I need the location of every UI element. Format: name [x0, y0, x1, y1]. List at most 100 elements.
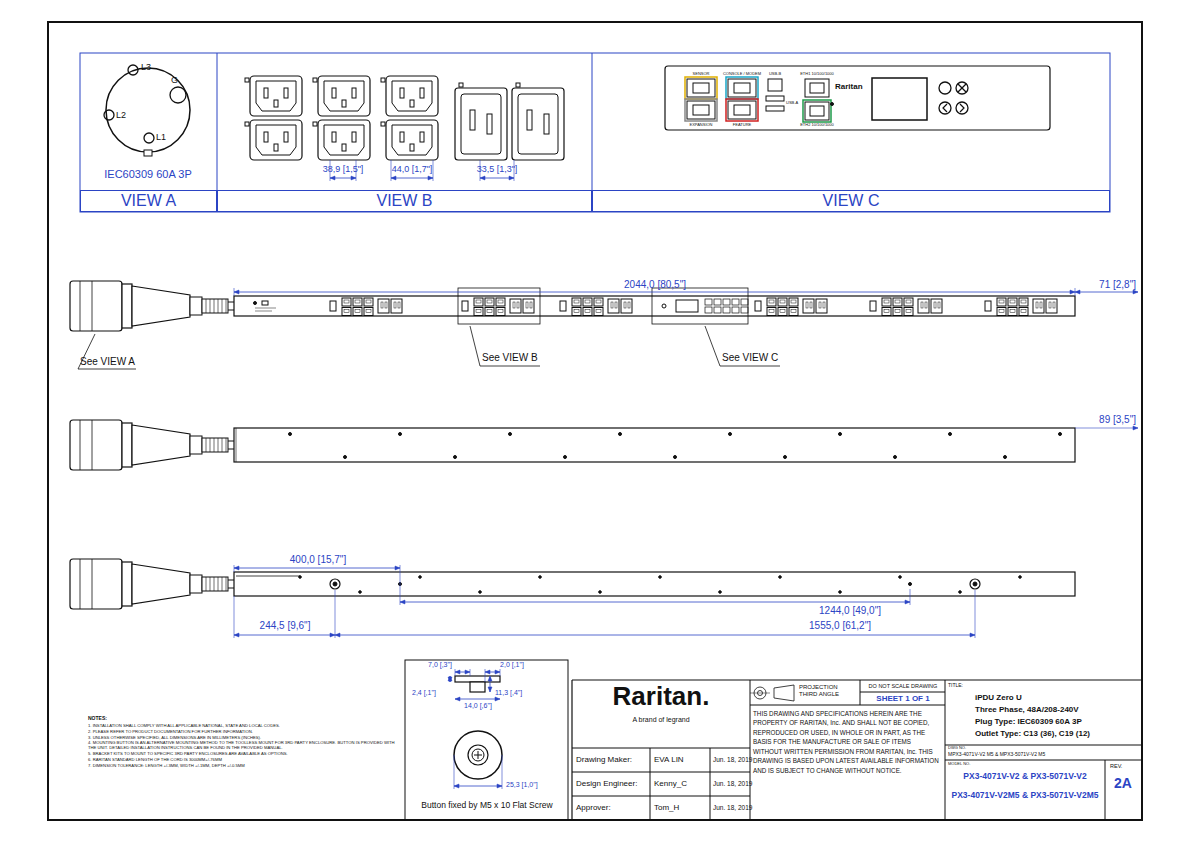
c19-outlet: [803, 299, 814, 313]
fastener: [509, 433, 512, 436]
detail-frame: [405, 660, 568, 820]
indicator: [254, 302, 257, 305]
c13-outlet: [1008, 308, 1017, 316]
note: 3. UNLESS OTHERWISE SPECIFIED, ALL DIMEN…: [88, 736, 400, 741]
outlet-pin: [284, 88, 288, 98]
extension-line: [433, 160, 434, 181]
cord-strain-relief: [214, 577, 215, 591]
dimension-arrow: [454, 784, 459, 788]
button-face: [468, 745, 488, 765]
breaker-symbol: [870, 301, 876, 311]
rj45-port: [687, 79, 715, 97]
extension-line: [335, 590, 336, 638]
outlet-pin: [410, 100, 414, 107]
cord: [228, 302, 234, 303]
title-value: Tom_H: [654, 803, 679, 812]
c13-outlet: [572, 298, 581, 306]
dimension-line: [400, 602, 910, 603]
dimension: 1555,0 [61,2"]: [809, 620, 871, 632]
dimension: 2044,0 [80,5"]: [624, 279, 686, 291]
dimension-arrow: [465, 670, 470, 674]
c19-outlet: [918, 299, 929, 313]
c13-outlet: [342, 298, 351, 306]
plug-grip: [132, 286, 190, 326]
projection-symbol: [774, 685, 794, 701]
title-text: Plug Type: IEC60309 60A 3P: [975, 717, 1082, 726]
fastener: [1004, 456, 1007, 459]
marking: [255, 308, 276, 309]
plug-body: [80, 420, 81, 470]
outlet-frame: [318, 76, 370, 116]
cord: [228, 449, 234, 450]
outlet-pin: [544, 114, 549, 134]
c13-outlet: [594, 308, 603, 316]
detail-caption: Button fixed by M5 x 10 Flat Screw: [421, 801, 552, 811]
fastener: [899, 576, 902, 579]
port-label: EXPANSION: [689, 123, 712, 128]
dimension-line: [234, 568, 400, 569]
c13-outlet: [882, 308, 891, 316]
port-label: USB-B: [769, 72, 781, 77]
dimension-arrow: [330, 176, 335, 180]
note: 1. INSTALLATION SHALL COMPLY WITH ALL AP…: [88, 724, 400, 729]
view-label-band: VIEW A: [80, 190, 217, 212]
c13-outlet: [583, 298, 592, 306]
rj45-jack: [693, 83, 709, 93]
title-field: Design Engineer:: [576, 779, 637, 788]
fastener: [894, 456, 897, 459]
c13-outlet: [392, 125, 432, 155]
leader-line: [705, 326, 720, 366]
outlet-pin: [342, 100, 346, 107]
pin-label: L2: [116, 110, 126, 120]
plug-body: [70, 559, 122, 609]
outlet-pin: [274, 100, 278, 107]
port-symbol: [714, 299, 721, 305]
button-symbol: [939, 82, 951, 94]
dimension: 7,0 [,3"]: [428, 661, 452, 669]
c13-outlet: [487, 310, 492, 313]
brand-tagline: A brand of legrand: [632, 716, 689, 724]
cord-strain-relief: [202, 438, 228, 452]
dimension-line: [234, 635, 335, 636]
c13-outlet: [769, 310, 774, 313]
button-symbol: [958, 84, 966, 92]
c13-outlet: [791, 310, 796, 313]
rj45-jack: [810, 106, 824, 116]
outlet-tab: [381, 78, 385, 82]
cord-strain-relief: [218, 299, 219, 313]
c13-outlet: [1010, 310, 1015, 313]
outlet-pin: [352, 132, 356, 142]
extension-line: [502, 755, 503, 789]
plug-flange: [122, 423, 132, 467]
title-field: Drawing Maker:: [576, 755, 632, 764]
mounting-button: [970, 579, 980, 589]
outlet-tab: [381, 122, 385, 126]
dimension-arrow: [234, 290, 239, 294]
pdu-body: [234, 428, 1075, 462]
cord-strain-relief: [222, 577, 223, 591]
c13-outlet: [474, 308, 483, 316]
c13-outlet: [791, 300, 796, 303]
note: 4. MOUNTING BUTTON IS AN ALTERNATIVE MOU…: [88, 741, 400, 751]
dimension-line: [455, 699, 500, 700]
outlet-tab: [245, 122, 249, 126]
c19-outlet: [378, 299, 389, 313]
dimension: 11,3 [,4"]: [495, 689, 522, 697]
fastener: [564, 456, 567, 459]
outlet-pin: [470, 110, 475, 130]
pin-label: G: [171, 75, 178, 85]
c13-outlet: [893, 308, 902, 316]
dimension: 2,4 [,1"]: [412, 689, 436, 697]
outlet-pin: [1049, 302, 1051, 308]
panel-divider: [592, 53, 593, 190]
c13-outlet: [364, 298, 373, 306]
c13-outlet: [342, 308, 351, 316]
cord: [228, 310, 234, 311]
sheet-number: SHEET 1 OF 1: [876, 694, 929, 703]
c13-outlet: [893, 298, 902, 306]
dimension-arrow: [234, 566, 239, 570]
outlet-pin: [611, 302, 613, 308]
c13-outlet: [487, 300, 492, 303]
rj45-port: [687, 101, 715, 119]
fastener: [1019, 576, 1022, 579]
